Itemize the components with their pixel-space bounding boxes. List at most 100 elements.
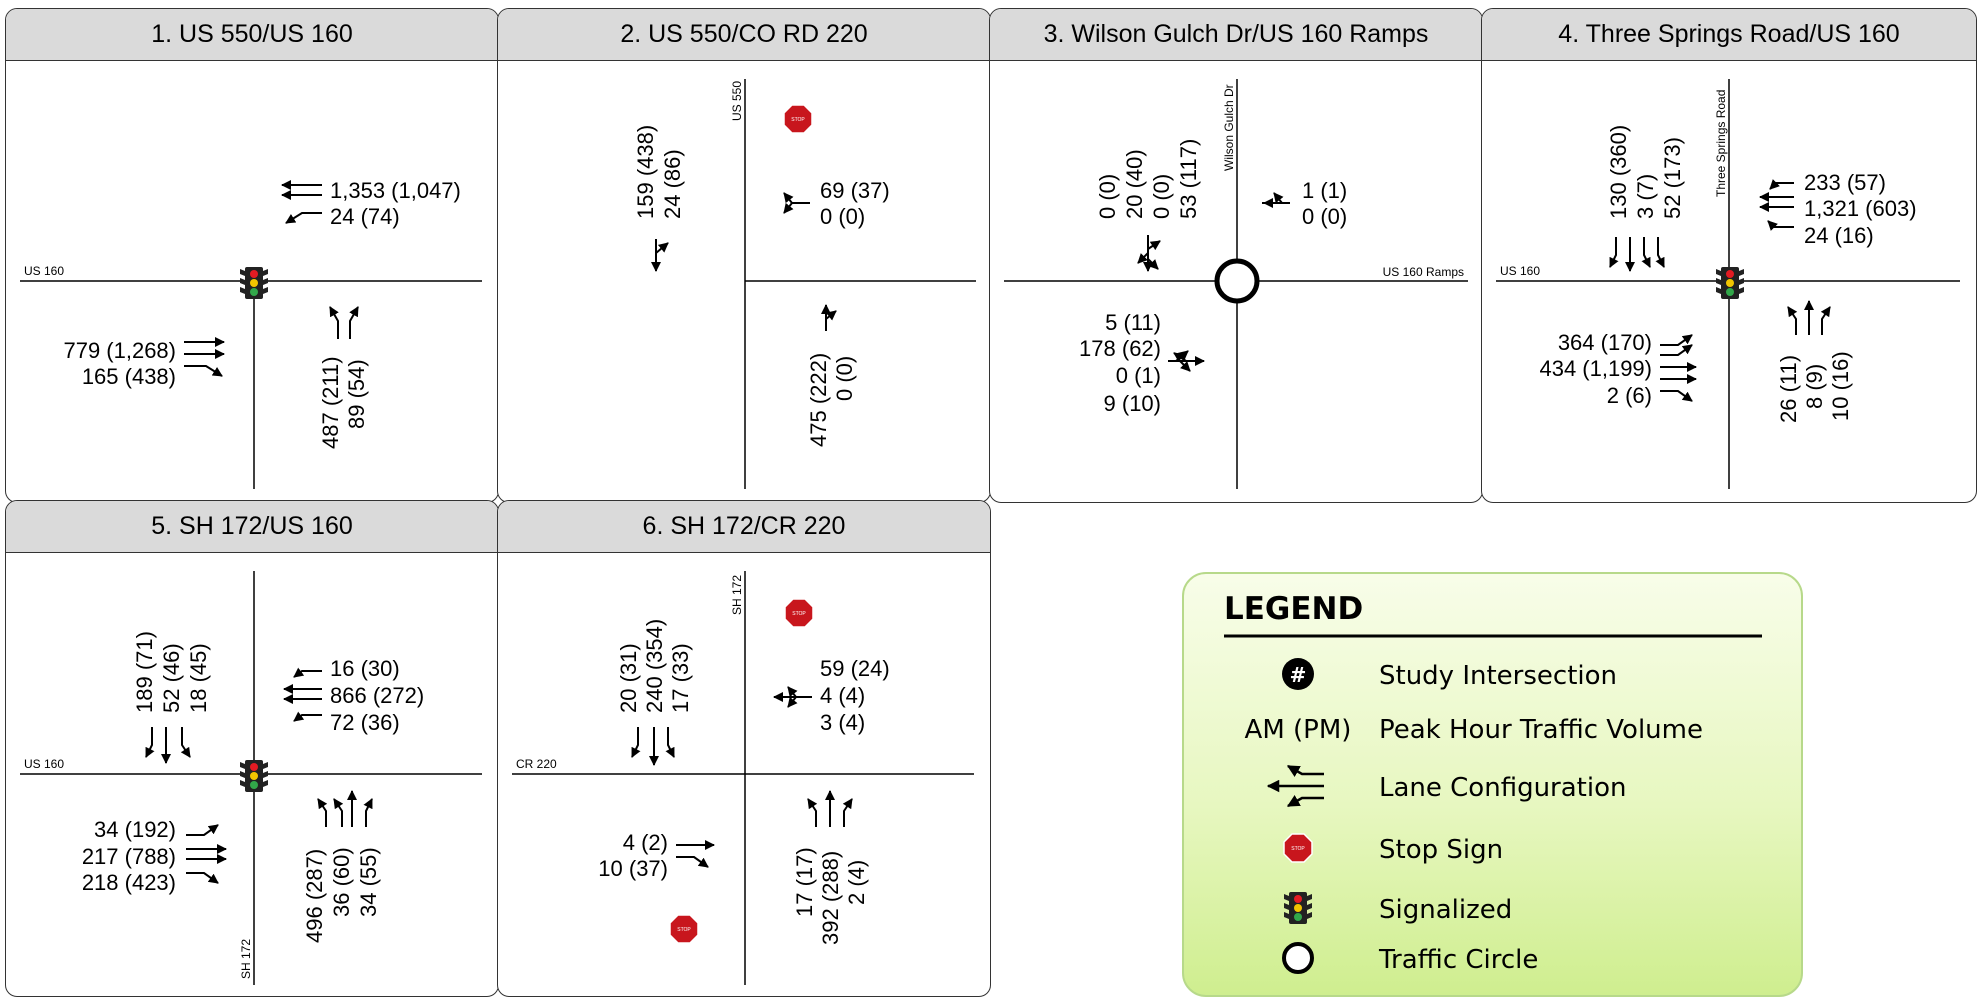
intersection-panel-4: 4. Three Springs Road/US 160 US 160 Thre… xyxy=(1481,8,1977,503)
panel-title: 2. US 550/CO RD 220 xyxy=(498,9,990,61)
intersection-diagram-4: US 160 Three Springs Road 130 (360) 3 (7… xyxy=(1496,79,1960,489)
volume-label: 1 (1) xyxy=(1302,178,1347,203)
volume-label: 24 (74) xyxy=(330,204,400,229)
intersection-diagram-6: CR 220 SH 172 20 (31) 240 (354) 17 (33) … xyxy=(512,571,974,985)
volume-label: 0 (0) xyxy=(1095,174,1120,219)
lane-arrows-northbound xyxy=(317,790,373,827)
stop-sign-icon xyxy=(784,598,814,628)
intersection-panel-3: 3. Wilson Gulch Dr/US 160 Ramps Wilson G… xyxy=(989,8,1483,503)
panel-title: 1. US 550/US 160 xyxy=(6,9,498,61)
volume-label: 26 (11) xyxy=(1776,355,1801,423)
volume-label: 24 (86) xyxy=(660,149,685,219)
volume-label: 189 (71) xyxy=(132,631,157,713)
volume-label: 779 (1,268) xyxy=(63,338,176,363)
volume-label: 4 (4) xyxy=(820,683,865,708)
volume-label: 36 (60) xyxy=(329,847,354,917)
lane-arrows-northbound xyxy=(821,304,837,331)
volume-label: 475 (222) xyxy=(806,353,831,447)
intersection-diagram-1: US 160 1,353 (1,047) 24 (74) 779 (1,268)… xyxy=(20,178,482,489)
volume-label: 17 (33) xyxy=(668,643,693,713)
intersection-diagram-5: US 160 SH 172 189 (71) 52 (46) 18 (45) 1… xyxy=(20,571,482,985)
intersection-panel-1: 1. US 550/US 160 US 160 1,353 (1,047) 24… xyxy=(5,8,499,503)
volume-label: 240 (354) xyxy=(642,619,667,713)
volume-label: 89 (54) xyxy=(344,359,369,429)
legend-label-lane-configuration: Lane Configuration xyxy=(1379,773,1626,803)
volume-label: 72 (36) xyxy=(330,710,400,735)
am-pm-symbol: AM (PM) xyxy=(1245,715,1352,745)
intersection-panel-2: 2. US 550/CO RD 220 US 550 159 (438) 24 … xyxy=(497,8,991,503)
lane-arrows-westbound xyxy=(283,667,322,722)
lane-arrows-westbound xyxy=(1759,179,1794,231)
volume-label: 434 (1,199) xyxy=(1539,356,1652,381)
lane-arrows-southbound xyxy=(631,727,675,766)
volume-label: 5 (11) xyxy=(1105,310,1161,335)
volume-label: 69 (37) xyxy=(820,178,890,203)
study-intersection-icon: # xyxy=(1282,658,1314,690)
volume-label: 2 (6) xyxy=(1607,383,1652,408)
traffic-signal-icon xyxy=(1716,267,1744,299)
volume-label: 218 (423) xyxy=(82,870,176,895)
volume-label: 130 (360) xyxy=(1606,125,1631,219)
lane-arrows-northbound xyxy=(807,790,853,827)
road-label: SH 172 xyxy=(730,575,744,615)
volume-label: 9 (10) xyxy=(1104,391,1161,416)
volume-label: 59 (24) xyxy=(820,656,890,681)
volume-label: 0 (0) xyxy=(1149,174,1174,219)
legend-label-signalized: Signalized xyxy=(1379,895,1512,925)
volume-label: 1,321 (603) xyxy=(1804,196,1917,221)
volume-label: 217 (788) xyxy=(82,844,176,869)
road-label: CR 220 xyxy=(516,757,557,771)
intersection-diagram-2: US 550 159 (438) 24 (86) 69 (37) 0 (0) 4… xyxy=(633,79,976,489)
volume-label: 178 (62) xyxy=(1079,336,1161,361)
road-label: US 160 Ramps xyxy=(1383,265,1464,279)
volume-label: 24 (16) xyxy=(1804,223,1874,248)
volume-label: 16 (30) xyxy=(330,656,400,681)
panel-title: 6. SH 172/CR 220 xyxy=(498,501,990,553)
lane-arrows-eastbound xyxy=(1168,350,1205,372)
lane-arrows-eastbound xyxy=(186,824,227,884)
volume-label: 17 (17) xyxy=(792,847,817,917)
volume-label: 4 (2) xyxy=(623,830,668,855)
volume-label: 34 (192) xyxy=(94,817,176,842)
road-label: US 160 xyxy=(24,264,64,278)
lane-configuration-icon xyxy=(1266,764,1324,808)
volume-label: 53 (117) xyxy=(1176,139,1201,219)
legend-label-traffic-circle: Traffic Circle xyxy=(1378,945,1538,975)
lane-arrows-southbound xyxy=(651,239,669,272)
lane-arrows-westbound xyxy=(773,686,812,708)
road-label: US 550 xyxy=(730,81,744,121)
volume-label: 10 (37) xyxy=(598,856,668,881)
stop-sign-icon xyxy=(783,104,813,134)
intersection-panel-5: 5. SH 172/US 160 US 160 SH 172 189 (71) … xyxy=(5,500,499,997)
stop-sign-icon xyxy=(669,914,699,944)
volume-label: 34 (55) xyxy=(356,847,381,917)
volume-label: 10 (16) xyxy=(1828,351,1853,421)
volume-label: 233 (57) xyxy=(1804,170,1886,195)
stop-sign-icon xyxy=(1283,833,1313,863)
lane-arrows-northbound xyxy=(1787,300,1831,335)
volume-label: 52 (173) xyxy=(1660,137,1685,219)
volume-label: 3 (4) xyxy=(820,710,865,735)
volume-label: 1,353 (1,047) xyxy=(330,178,461,203)
legend-label-study-intersection: Study Intersection xyxy=(1379,661,1617,691)
legend-title: LEGEND xyxy=(1224,591,1363,627)
road-label: US 160 xyxy=(1500,264,1540,278)
volume-label: 159 (438) xyxy=(633,125,658,219)
lane-arrows-eastbound xyxy=(184,337,225,377)
legend-label-peak-hour: Peak Hour Traffic Volume xyxy=(1379,715,1703,745)
legend: LEGEND # Study Intersection AM (PM) Peak… xyxy=(1182,572,1803,997)
traffic-signal-icon xyxy=(240,760,268,792)
volume-label: 392 (288) xyxy=(818,851,843,945)
panel-title: 3. Wilson Gulch Dr/US 160 Ramps xyxy=(990,9,1482,61)
volume-label: 52 (46) xyxy=(159,643,184,713)
lane-arrows-southbound xyxy=(145,727,191,764)
volume-label: 165 (438) xyxy=(82,364,176,389)
lane-arrows-eastbound xyxy=(676,840,715,868)
lane-arrows-westbound xyxy=(783,192,810,214)
panel-title: 4. Three Springs Road/US 160 xyxy=(1482,9,1976,61)
volume-label: 0 (0) xyxy=(832,356,857,401)
volume-label: 20 (40) xyxy=(1122,149,1147,219)
volume-label: 866 (272) xyxy=(330,683,424,708)
lane-arrows-southbound xyxy=(1137,235,1161,272)
volume-label: 2 (4) xyxy=(844,860,869,905)
